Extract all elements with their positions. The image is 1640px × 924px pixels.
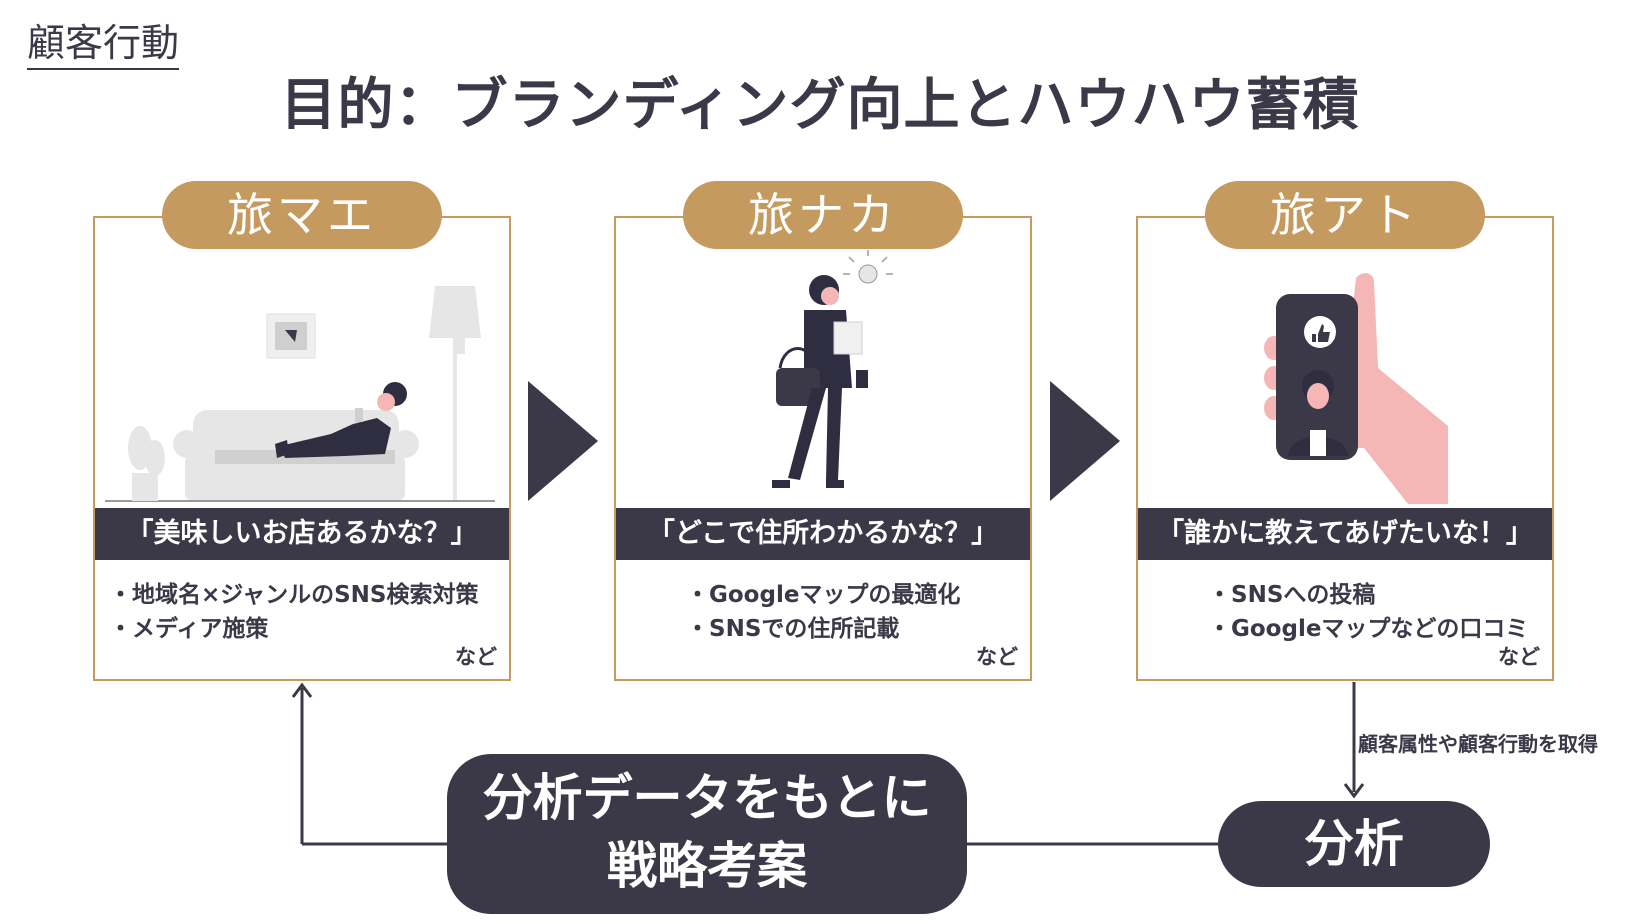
stage-quote: 「美味しいお店あるかな？」 <box>95 508 509 560</box>
walking-with-phone-illustration <box>772 250 893 488</box>
stage-card-during-trip: 「どこで住所わかるかな？」 Googleマップの最適化 SNSでの住所記載 など <box>614 216 1032 681</box>
bullet-item: メディア施策 <box>109 612 479 646</box>
stage-bullets: 地域名×ジャンルのSNS検索対策 メディア施策 <box>109 578 479 646</box>
stage-label-pill: 旅マエ <box>162 181 442 249</box>
stage-card-after-trip: 「誰かに教えてあげたいな！」 SNSへの投稿 Googleマップなどの口コミ な… <box>1136 216 1554 681</box>
stage-card-before-trip: 「美味しいお店あるかな？」 地域名×ジャンルのSNS検索対策 メディア施策 など <box>93 216 511 681</box>
next-stage-arrow <box>528 381 598 501</box>
stage-quote: 「どこで住所わかるかな？」 <box>616 508 1030 560</box>
up-arrowhead <box>291 682 313 698</box>
bullet-item: Googleマップの最適化 <box>686 578 960 612</box>
bullet-item: 地域名×ジャンルのSNS検索対策 <box>109 578 479 612</box>
next-stage-arrow <box>1050 381 1120 501</box>
strategy-pill: 分析データをもとに 戦略考案 <box>447 754 967 914</box>
section-label: 顧客行動 <box>27 21 180 70</box>
etc-label: など <box>1498 645 1540 669</box>
down-arrowhead <box>1343 783 1365 799</box>
stage-bullets: SNSへの投稿 Googleマップなどの口コミ <box>1208 578 1528 646</box>
strategy-line: 分析データをもとに <box>482 769 932 827</box>
bullet-item: SNSへの投稿 <box>1208 578 1528 612</box>
phone-in-hand-illustration <box>1264 273 1448 504</box>
relaxing-on-sofa-illustration <box>105 286 495 502</box>
stage-label-pill: 旅アト <box>1205 181 1485 249</box>
strategy-line: 戦略考案 <box>607 837 807 895</box>
etc-label: など <box>976 645 1018 669</box>
bullet-item: SNSでの住所記載 <box>686 612 960 646</box>
bullet-item: Googleマップなどの口コミ <box>1208 612 1528 646</box>
flow-note: 顧客属性や顧客行動を取得 <box>1358 732 1598 756</box>
analysis-pill: 分析 <box>1218 801 1490 887</box>
stage-label-pill: 旅ナカ <box>683 181 963 249</box>
etc-label: など <box>455 645 497 669</box>
stage-quote: 「誰かに教えてあげたいな！」 <box>1138 508 1552 560</box>
page-title: 目的：ブランディング向上とハウハウ蓄積 <box>280 73 1360 138</box>
stage-bullets: Googleマップの最適化 SNSでの住所記載 <box>686 578 960 646</box>
